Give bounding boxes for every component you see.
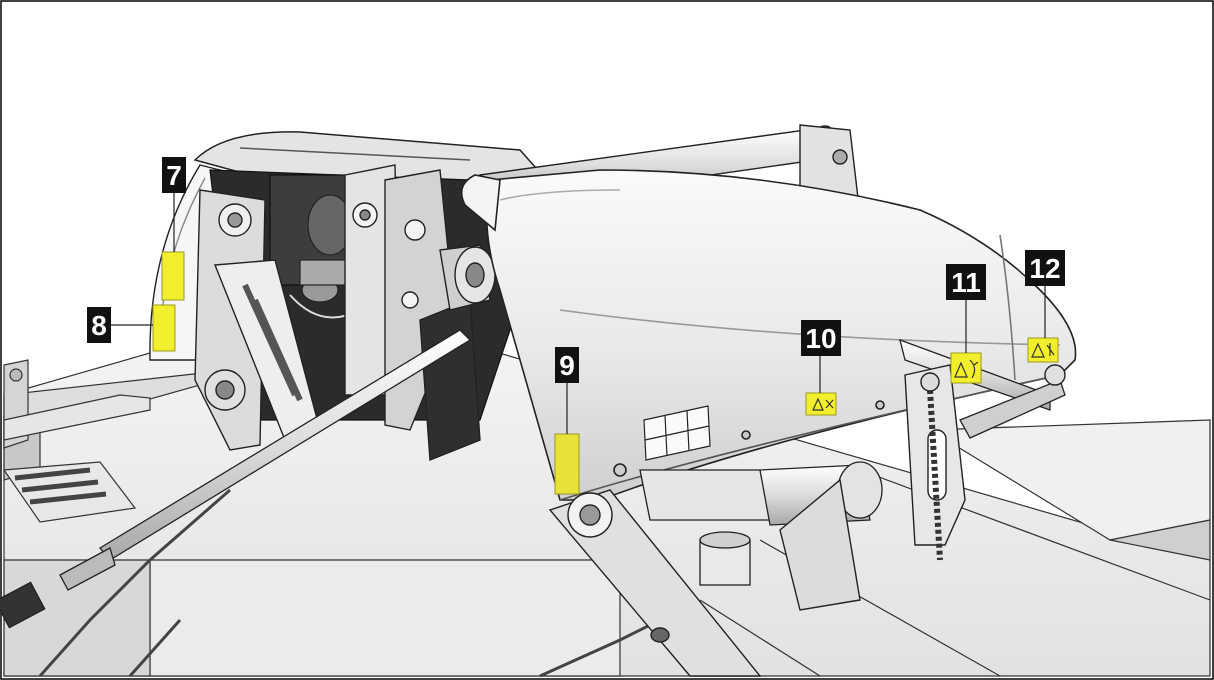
decal-10	[805, 392, 837, 416]
gearbox-assembly	[289, 194, 381, 319]
decal-8	[152, 304, 176, 352]
decal-12	[1027, 337, 1059, 363]
svg-text:7: 7	[166, 160, 182, 191]
decal-7	[161, 251, 185, 301]
callout-7: 7	[162, 157, 186, 193]
lower-swing-arm	[548, 489, 762, 677]
svg-text:10: 10	[805, 323, 836, 354]
callout-11: 11	[946, 264, 986, 300]
decal-11	[950, 352, 982, 384]
left-side-rail	[3, 359, 151, 449]
hinge-plates-left	[194, 189, 321, 451]
callout-10: 10	[801, 320, 841, 356]
warning-triangle-icon	[1031, 342, 1045, 358]
svg-text:12: 12	[1029, 253, 1060, 284]
drive-shaft	[0, 329, 472, 629]
leader-lines	[111, 193, 1046, 434]
hazard-pictogram-icon	[969, 359, 979, 379]
vent-grid	[643, 405, 711, 461]
adjuster-linkage	[779, 364, 1066, 611]
warning-triangle-icon	[954, 361, 968, 378]
svg-text:8: 8	[91, 310, 107, 341]
hazard-pictogram-icon	[825, 399, 834, 409]
callout-9: 9	[555, 347, 579, 383]
decal-9	[554, 433, 580, 495]
svg-text:11: 11	[951, 267, 981, 298]
svg-text:9: 9	[559, 350, 575, 381]
step-plate	[2, 461, 137, 523]
hazard-pictogram-icon	[1046, 343, 1055, 356]
callout-8: 8	[87, 307, 111, 343]
main-hood-cover	[460, 169, 1077, 501]
warning-triangle-icon	[812, 397, 824, 411]
safety-chain	[38, 488, 661, 678]
callout-12: 12	[1025, 250, 1065, 286]
